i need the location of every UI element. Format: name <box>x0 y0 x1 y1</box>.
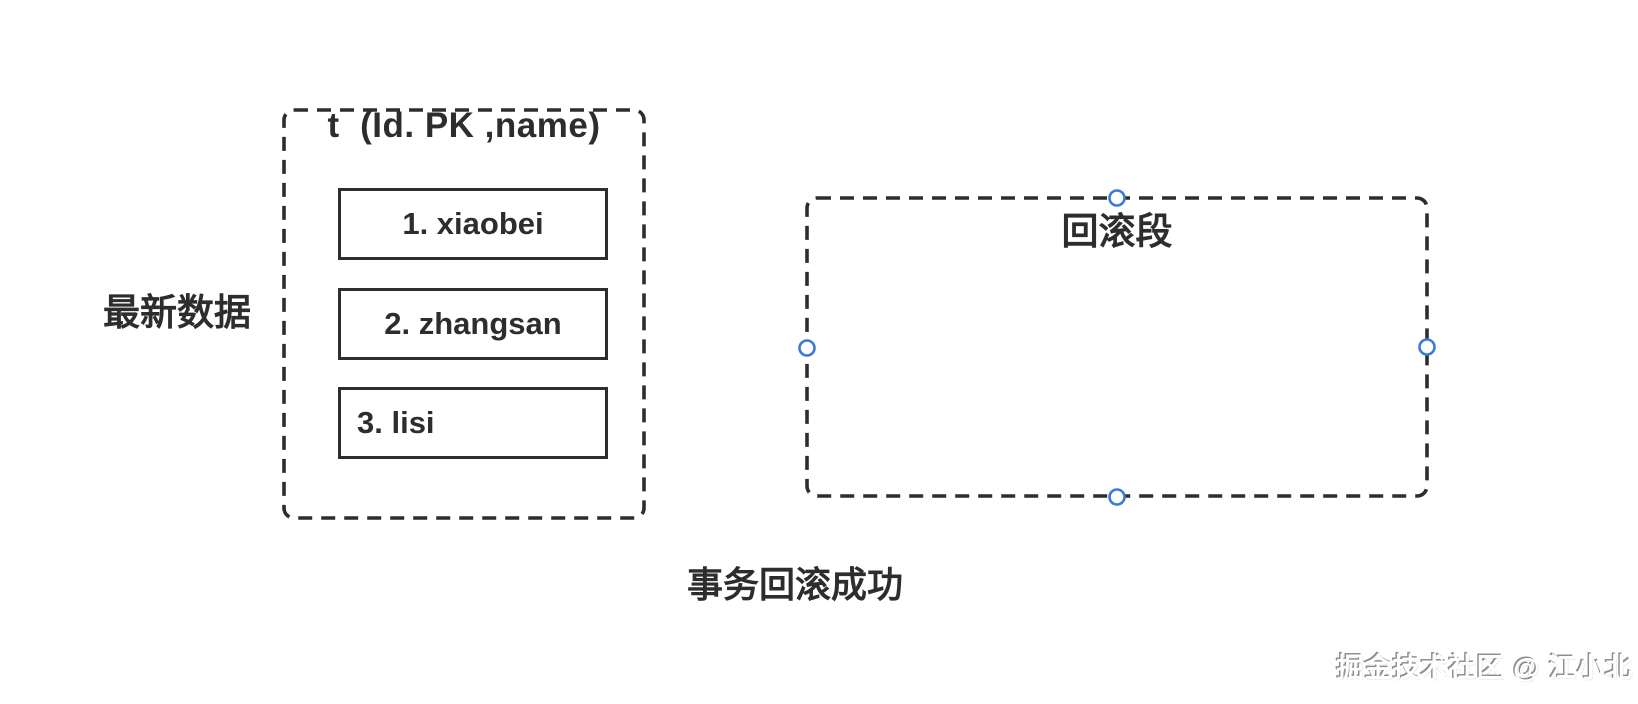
table-row-label: 1. xiaobei <box>402 206 544 241</box>
table-row[interactable]: 3. lisi <box>338 387 608 459</box>
resize-handle-bottom[interactable] <box>1108 488 1126 506</box>
watermark: 掘金技术社区 @ 江小北 <box>1336 653 1633 683</box>
latest-data-label[interactable]: 最新数据 <box>103 292 251 333</box>
table-header[interactable]: t (Id. PK ,name) <box>327 106 601 145</box>
rollback-segment-title[interactable]: 回滚段 <box>1061 211 1173 252</box>
resize-handle-left[interactable] <box>798 339 816 357</box>
table-shape-outline[interactable] <box>282 108 646 520</box>
table-row-label: 3. lisi <box>357 405 435 440</box>
table-row[interactable]: 1. xiaobei <box>338 188 608 260</box>
table-row[interactable]: 2. zhangsan <box>338 288 608 360</box>
table-row-label: 2. zhangsan <box>384 306 562 341</box>
resize-handle-right[interactable] <box>1418 338 1436 356</box>
resize-handle-top[interactable] <box>1108 189 1126 207</box>
transaction-rollback-caption[interactable]: 事务回滚成功 <box>686 564 903 605</box>
